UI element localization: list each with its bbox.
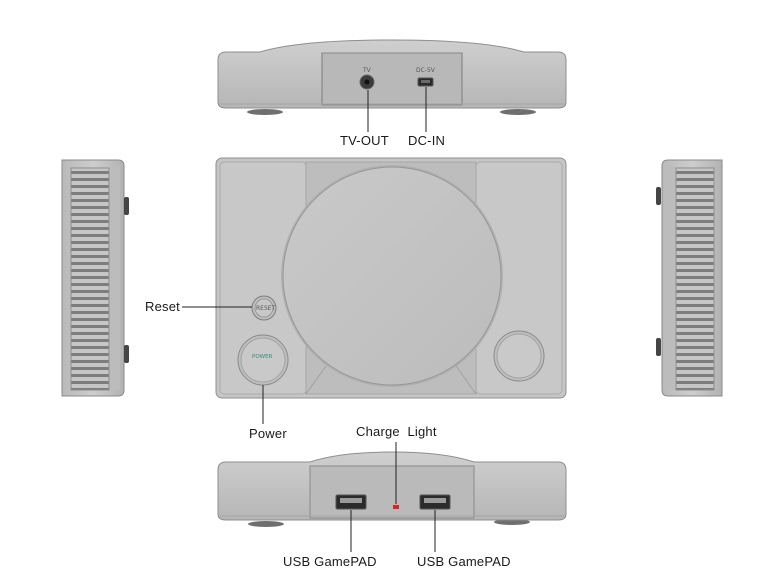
reset-label: Reset bbox=[145, 299, 180, 314]
reset-button-label: RESET bbox=[256, 305, 276, 312]
dc-in-label: DC-IN bbox=[408, 133, 446, 148]
usb-port-left bbox=[335, 494, 367, 510]
usb-port-right bbox=[419, 494, 451, 510]
power-label: Power bbox=[249, 426, 287, 441]
dc-port-label: DC-5V bbox=[416, 67, 436, 74]
usb-gamepad-left-label: USB GamePAD bbox=[283, 554, 377, 569]
tv-port-label: TV bbox=[362, 67, 372, 74]
power-button-label: POWER bbox=[252, 354, 273, 360]
top-view: RESET POWER bbox=[182, 157, 567, 424]
left-side-view bbox=[61, 159, 129, 397]
charge-led bbox=[393, 505, 399, 509]
front-view bbox=[217, 442, 567, 552]
dc-in-port: DC-5V bbox=[416, 67, 436, 87]
usb-gamepad-right-label: USB GamePAD bbox=[417, 554, 511, 569]
power-button[interactable]: POWER bbox=[237, 334, 289, 386]
open-button[interactable] bbox=[493, 330, 545, 382]
rear-view: TV DC-5V bbox=[217, 39, 567, 132]
tv-out-label: TV-OUT bbox=[340, 133, 389, 148]
reset-button[interactable]: RESET bbox=[251, 295, 277, 321]
right-side-view bbox=[656, 159, 723, 397]
charge-light-label: Charge Light bbox=[356, 424, 437, 439]
tv-out-port: TV bbox=[359, 67, 375, 90]
